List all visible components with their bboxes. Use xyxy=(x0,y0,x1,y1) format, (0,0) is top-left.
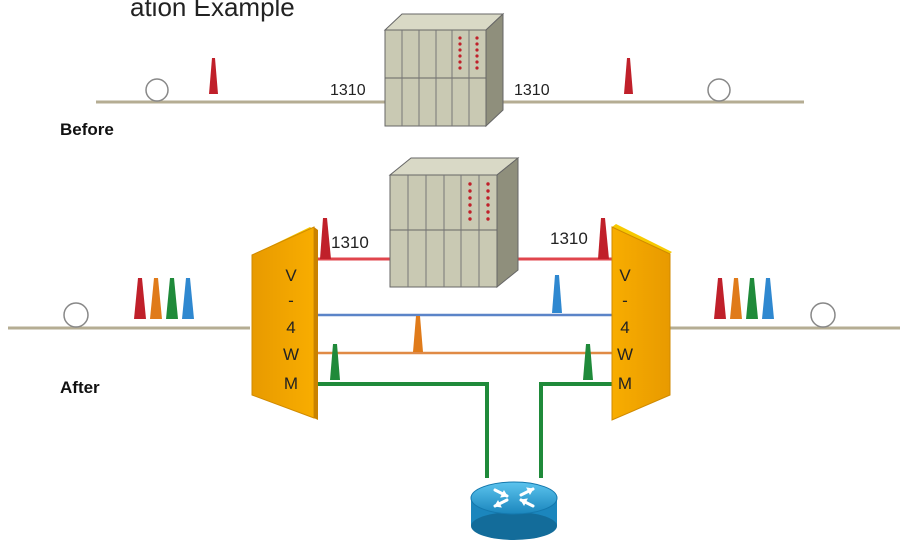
wavelength-label-before-left: 1310 xyxy=(330,82,366,99)
green-channel-line-right xyxy=(539,382,614,478)
mux-left-letter: M xyxy=(284,374,298,393)
mux-left: V - 4 W M xyxy=(251,226,318,420)
green-wavelength-pulse-icon xyxy=(330,344,340,380)
green-wavelength-pulse-icon xyxy=(166,278,178,319)
fiber-coil-icon xyxy=(707,78,731,102)
mux-left-letter: V xyxy=(285,266,297,285)
wavelength-label-after-left: 1310 xyxy=(331,233,369,252)
red-wavelength-pulse-icon xyxy=(714,278,726,319)
before-label: Before xyxy=(60,120,114,139)
green-wavelength-pulse-icon xyxy=(746,278,758,319)
red-wavelength-pulse-icon xyxy=(320,218,331,259)
fiber-coil-icon xyxy=(145,78,169,102)
blue-wavelength-pulse-icon xyxy=(182,278,194,319)
mux-left-letter: W xyxy=(283,345,299,364)
mux-right-letter: V xyxy=(619,266,631,285)
red-wavelength-pulse-icon xyxy=(134,278,146,319)
mux-right: V - 4 W M xyxy=(611,224,672,421)
fiber-coil-icon xyxy=(63,302,89,328)
after-section: 1310 1310 V xyxy=(8,156,900,540)
fiber-coil-icon xyxy=(810,302,836,328)
mux-left-letter: - xyxy=(288,291,294,310)
after-label: After xyxy=(60,378,100,397)
wavelength-label-before-right: 1310 xyxy=(514,82,550,99)
mux-right-letter: 4 xyxy=(620,318,629,337)
router-icon xyxy=(470,481,558,540)
mux-right-letter: M xyxy=(618,374,632,393)
mux-right-letter: W xyxy=(617,345,633,364)
green-channel-line-left xyxy=(314,382,489,478)
blue-wavelength-pulse-icon xyxy=(552,275,562,313)
red-wavelength-pulse-icon xyxy=(624,58,633,94)
mux-right-letter: - xyxy=(622,291,628,310)
wavelength-label-after-right: 1310 xyxy=(550,229,588,248)
red-wavelength-pulse-icon xyxy=(598,218,609,259)
red-wavelength-pulse-icon xyxy=(209,58,218,94)
chassis-icon xyxy=(383,12,505,128)
orange-wavelength-pulse-icon xyxy=(413,316,423,352)
before-section: 1310 1310 Before xyxy=(60,12,804,139)
slide-title: ation Example xyxy=(130,0,295,22)
green-wavelength-pulse-icon xyxy=(583,344,593,380)
chassis-icon xyxy=(388,156,520,289)
blue-wavelength-pulse-icon xyxy=(762,278,774,319)
orange-wavelength-pulse-icon xyxy=(730,278,742,319)
orange-wavelength-pulse-icon xyxy=(150,278,162,319)
mux-left-letter: 4 xyxy=(286,318,295,337)
